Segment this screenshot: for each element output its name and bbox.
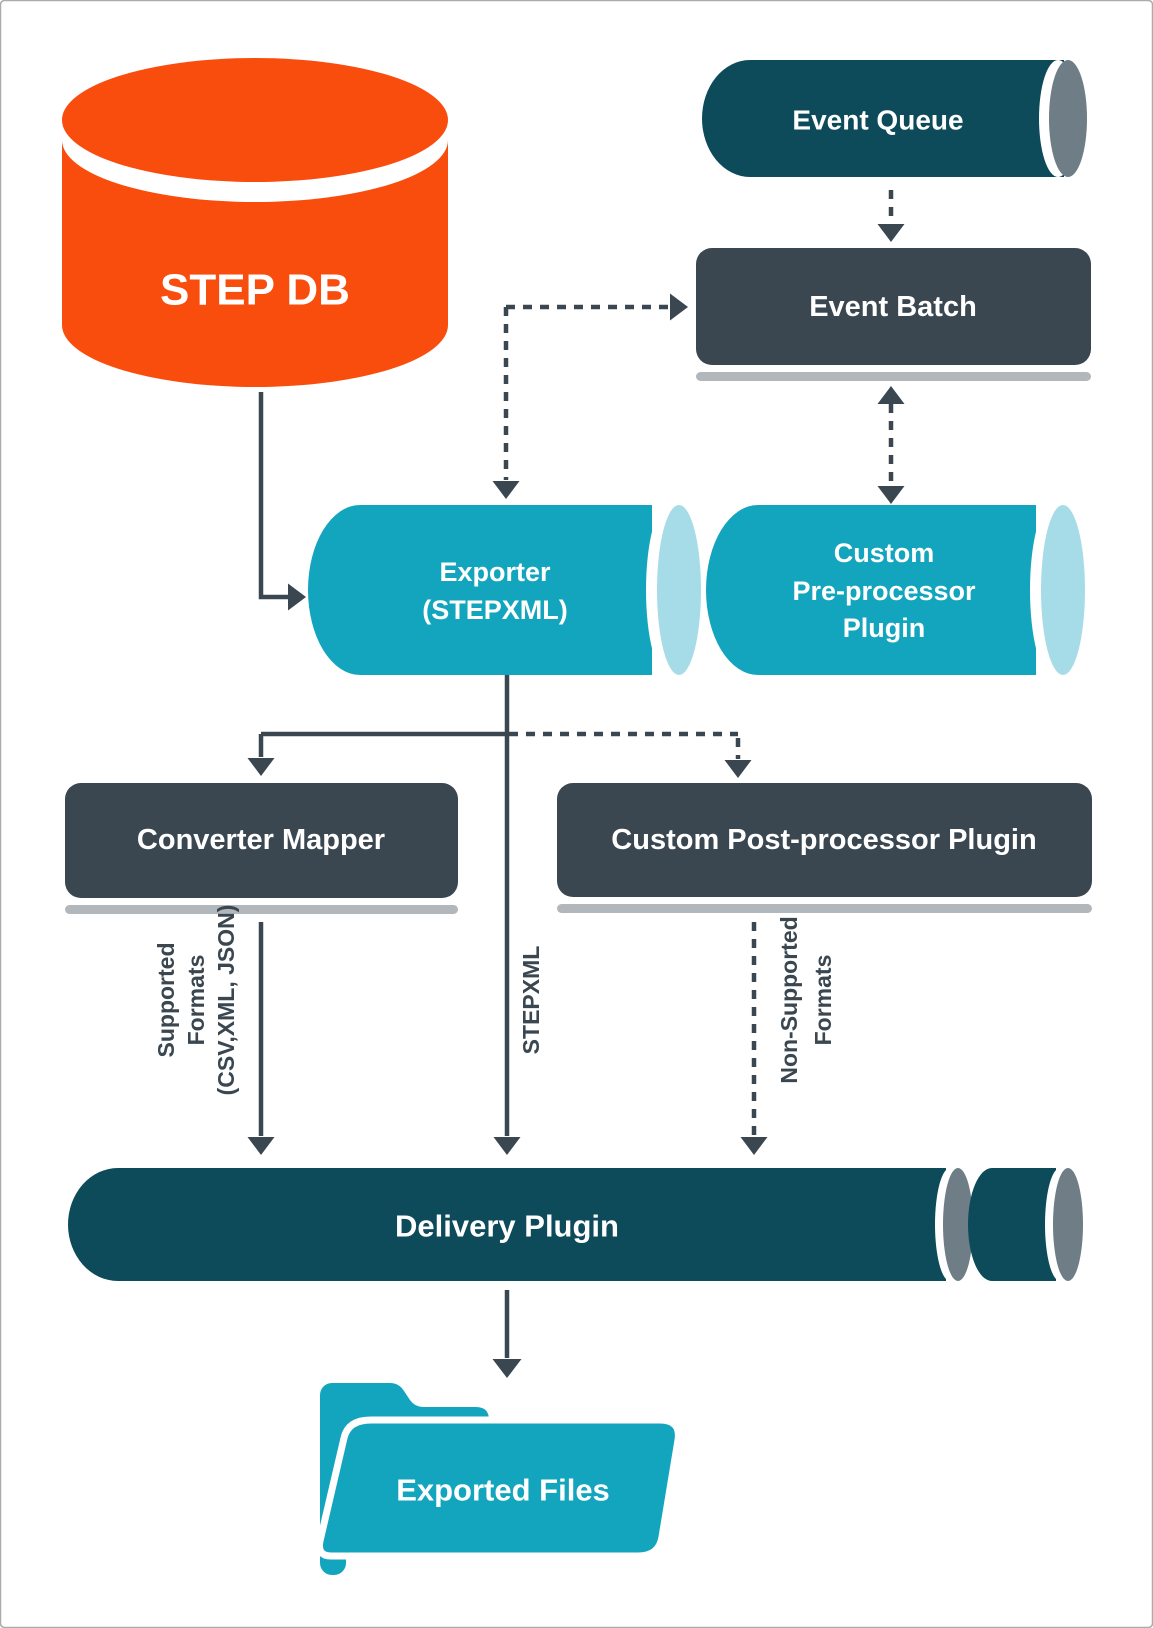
cylinder-cap (943, 1168, 973, 1281)
arrow-exporter-to-delivery (493, 675, 521, 1155)
arrow-stepdb-to-exporter (258, 392, 306, 611)
cylinder-cap (657, 505, 701, 675)
arrowhead-up (877, 386, 905, 404)
stepxml-edge-label: STEPXML (518, 946, 544, 1055)
exported-files-label: Exported Files (396, 1473, 610, 1508)
arrow-eventqueue-to-eventbatch (877, 190, 905, 242)
arrowhead-down (492, 1359, 522, 1378)
supported-formats-edge-label: Supported Formats (CSV,XML, JSON) (153, 905, 239, 1096)
post-processor-label: Custom Post-processor Plugin (611, 824, 1036, 856)
supported-formats-line1: Supported (153, 943, 179, 1058)
pre-processor-label-line3: Plugin (843, 613, 926, 643)
arrow-exporter-to-convertermapper (247, 731, 507, 776)
arrow-postprocessor-to-delivery-dashed (740, 922, 768, 1155)
post-processor-box (557, 783, 1092, 897)
exporter-label-line1: Exporter (439, 557, 551, 587)
event-batch-node: Event Batch (696, 248, 1091, 381)
event-batch-box (696, 248, 1091, 365)
pre-processor-cylinder (706, 505, 1036, 675)
arrowhead-down (493, 1137, 521, 1155)
step-db-label: STEP DB (160, 266, 350, 315)
arrowhead-down (492, 481, 520, 499)
arrowhead-down (247, 1137, 275, 1155)
event-batch-label: Event Batch (809, 291, 977, 323)
folder-icon-front (316, 1416, 682, 1560)
converter-mapper-shadow (65, 905, 458, 914)
arrow-exporter-to-postprocessor-dashed (509, 731, 752, 778)
step-db-node: STEP DB (62, 58, 448, 387)
delivery-plugin-cylinder (67, 1168, 946, 1281)
exported-files-node: Exported Files (316, 1383, 682, 1575)
pre-processor-node: Custom Pre-processor Plugin (706, 505, 1085, 675)
non-supported-line1: Non-Supported (776, 916, 802, 1083)
supported-formats-line3: (CSV,XML, JSON) (213, 905, 239, 1096)
event-queue-label: Event Queue (792, 105, 963, 136)
arrowhead-right (670, 293, 688, 321)
arrow-eventbatch-preprocessor-bidirectional (877, 386, 905, 504)
converter-mapper-box (65, 783, 458, 898)
arrowhead-right (288, 583, 306, 611)
database-icon-lid (62, 58, 448, 182)
database-icon-body (62, 140, 448, 387)
post-processor-node: Custom Post-processor Plugin (557, 783, 1092, 913)
event-queue-cylinder (702, 60, 1064, 177)
arrowhead-down (247, 758, 275, 776)
exporter-node: Exporter (STEPXML) (308, 505, 701, 675)
event-batch-shadow (696, 372, 1091, 381)
delivery-plugin-node: Delivery Plugin (67, 1168, 1083, 1281)
cylinder-cap (1049, 60, 1087, 177)
delivery-plugin-label: Delivery Plugin (395, 1209, 619, 1244)
exporter-label-line2: (STEPXML) (422, 595, 568, 625)
arrow-convertermapper-to-delivery (247, 922, 275, 1155)
arrowhead-down (877, 486, 905, 504)
cylinder-cap (1053, 1168, 1083, 1281)
cylinder-cap (1041, 505, 1085, 675)
arrowhead-down (740, 1137, 768, 1155)
delivery-plugin-cylinder-segment2 (968, 1168, 1056, 1281)
arrowhead-down (724, 760, 752, 778)
arrow-delivery-to-exportedfiles (492, 1290, 522, 1378)
stepxml-label: STEPXML (518, 946, 544, 1055)
converter-mapper-node: Converter Mapper (65, 783, 458, 914)
pre-processor-label-line1: Custom (834, 538, 935, 568)
arrow-exporter-eventbatch-dashed (492, 293, 688, 499)
non-supported-edge-label: Non-Supported Formats (776, 916, 836, 1083)
pre-processor-label-line2: Pre-processor (792, 576, 976, 606)
supported-formats-line2: Formats (183, 955, 209, 1046)
post-processor-shadow (557, 904, 1092, 913)
exporter-cylinder (308, 505, 652, 675)
event-queue-node: Event Queue (702, 60, 1087, 177)
converter-mapper-label: Converter Mapper (137, 824, 385, 856)
arrowhead-down (877, 224, 905, 242)
non-supported-line2: Formats (810, 955, 836, 1046)
